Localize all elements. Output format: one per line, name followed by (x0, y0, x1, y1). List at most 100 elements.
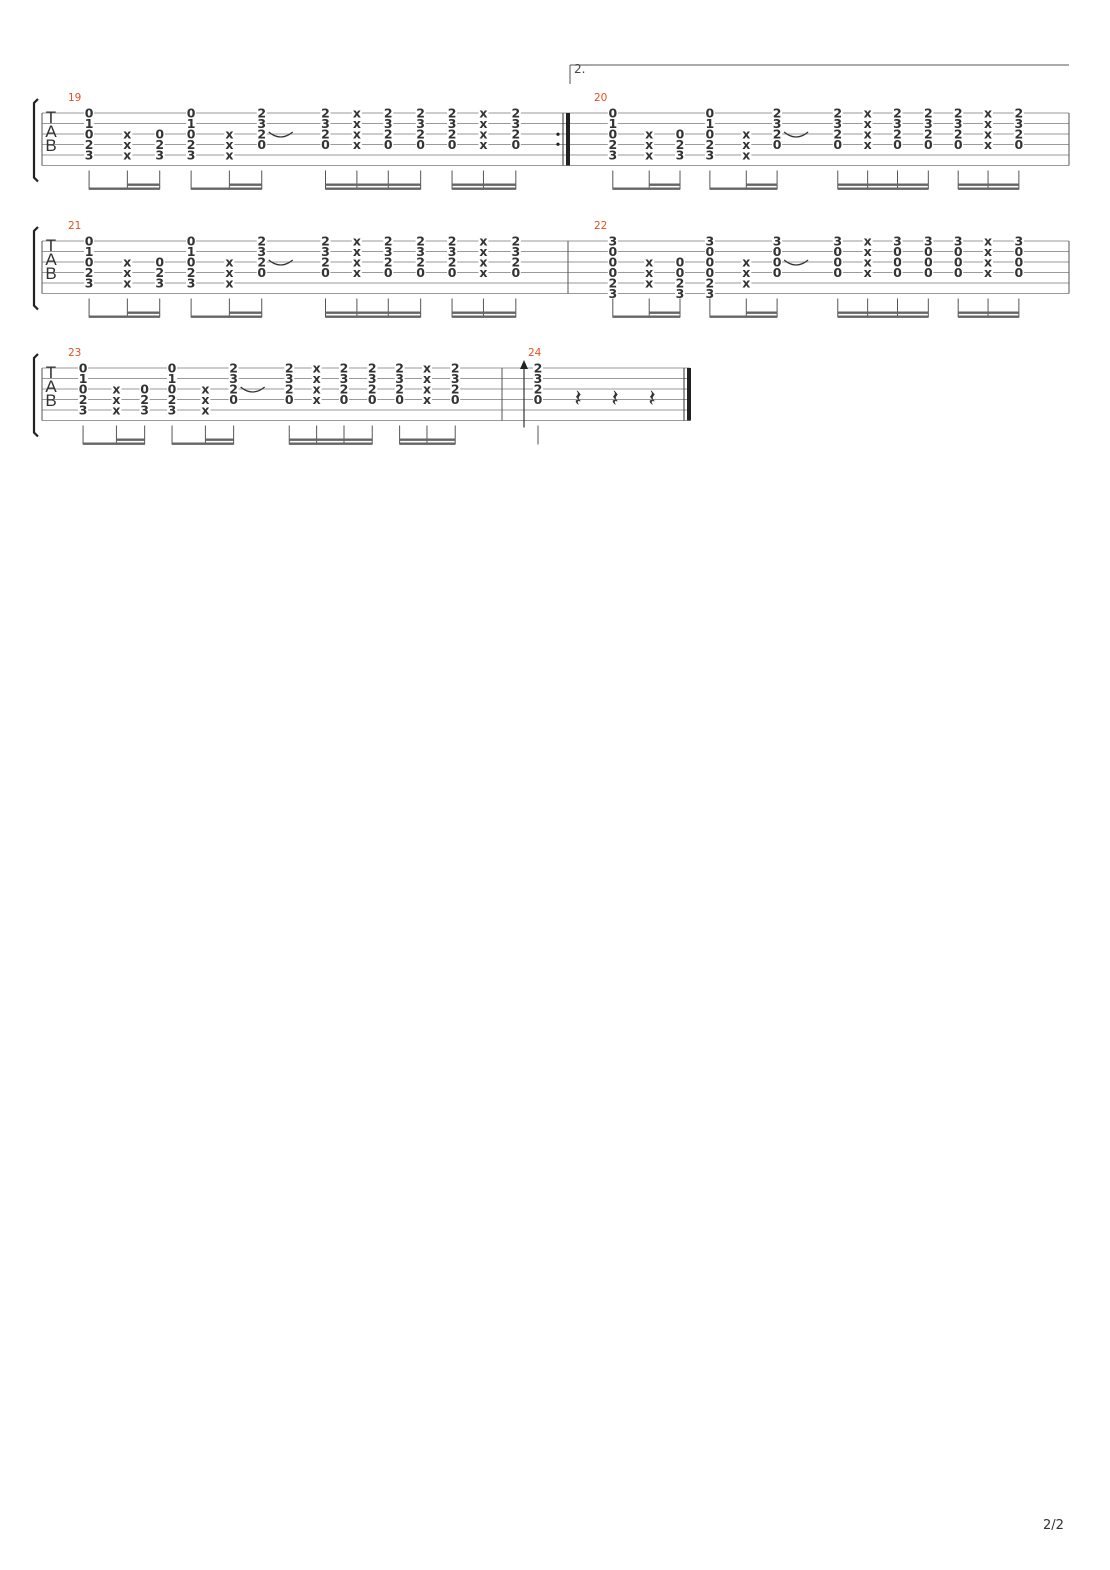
fret-number: 0 (608, 255, 617, 270)
fret-number: 2 (448, 255, 457, 270)
dead-note: x (225, 137, 233, 152)
fret-bg (167, 363, 178, 373)
fret-bg (224, 139, 235, 150)
fret-bg (953, 267, 964, 278)
dead-note: x (225, 255, 233, 270)
fret-bg (200, 394, 211, 405)
fret-bg (228, 384, 239, 394)
dead-note: x (984, 127, 992, 142)
fret-bg (367, 394, 378, 405)
beam (958, 183, 1019, 186)
fret-number: 0 (706, 255, 715, 270)
beam (837, 183, 929, 186)
dead-note: x (645, 255, 653, 270)
fret-bg (607, 288, 618, 299)
fret-bg (224, 278, 235, 288)
fret-number: 2 (229, 361, 238, 376)
dead-note: x (864, 244, 872, 259)
dead-note: x (479, 255, 487, 270)
beam (837, 315, 929, 318)
fret-bg (228, 394, 239, 405)
fret-number: 2 (924, 127, 933, 142)
dead-note: x (313, 371, 321, 386)
fret-number: 0 (85, 127, 94, 142)
dead-note: x (201, 392, 209, 407)
fret-bg (923, 129, 934, 139)
fret-bg (224, 267, 235, 278)
dead-note: x (423, 361, 431, 376)
tab-clef-letter: A (45, 250, 57, 269)
fret-number: 0 (534, 392, 543, 407)
fret-bg (953, 118, 964, 129)
dead-note: x (353, 234, 361, 249)
fret-bg (256, 118, 267, 129)
quarter-rest: 𝄽 (611, 384, 618, 412)
fret-number: 3 (257, 244, 266, 259)
fret-bg (983, 108, 994, 118)
dead-note: x (984, 234, 992, 249)
fret-bg (450, 394, 461, 405)
fret-number: 3 (706, 234, 715, 249)
dead-note: x (479, 244, 487, 259)
fret-bg (351, 118, 362, 129)
fret-number: 0 (79, 361, 88, 376)
fret-number: 0 (140, 382, 149, 397)
fret-number: 3 (608, 286, 617, 301)
fret-bg (167, 405, 178, 415)
fret-bg (450, 373, 461, 384)
measure-number: 24 (528, 347, 542, 359)
fret-bg (832, 257, 843, 267)
fret-number: 0 (676, 255, 685, 270)
beam (205, 438, 234, 441)
fret-bg (832, 267, 843, 278)
fret-number: 0 (676, 265, 685, 280)
dead-note: x (864, 106, 872, 121)
fret-number: 2 (285, 382, 294, 397)
dead-note: x (123, 265, 131, 280)
beam (116, 438, 145, 441)
fret-bg (78, 405, 89, 415)
fret-bg (284, 394, 295, 405)
repeat-dot (556, 132, 560, 136)
tie-arc (268, 259, 294, 266)
fret-bg (892, 139, 903, 150)
fret-bg (923, 139, 934, 150)
fret-number: 3 (155, 276, 164, 291)
fret-number: 0 (608, 265, 617, 280)
fret-bg (383, 267, 394, 278)
dead-note: x (353, 265, 361, 280)
fret-number: 3 (285, 371, 294, 386)
fret-number: 0 (893, 265, 902, 280)
fret-number: 3 (924, 116, 933, 131)
fret-bg (704, 118, 715, 129)
fret-number: 0 (448, 137, 457, 152)
fret-number: 2 (608, 276, 617, 291)
fret-bg (186, 236, 197, 246)
fret-number: 2 (155, 137, 164, 152)
fret-number: 2 (79, 392, 88, 407)
fret-bg (415, 139, 426, 150)
fret-bg (186, 118, 197, 129)
fret-bg (122, 150, 133, 160)
dead-note: x (645, 148, 653, 163)
fret-bg (284, 363, 295, 373)
fret-bg (1013, 118, 1024, 129)
fret-number: 0 (321, 265, 330, 280)
fret-bg (421, 384, 432, 394)
fret-number: 2 (773, 106, 782, 121)
fret-number: 0 (285, 392, 294, 407)
strum-arrowhead (520, 360, 528, 369)
dead-note: x (112, 382, 120, 397)
fret-bg (892, 108, 903, 118)
fret-number: 2 (773, 127, 782, 142)
tie-arc (268, 131, 294, 138)
dead-note: x (353, 116, 361, 131)
fret-number: 2 (924, 106, 933, 121)
fret-bg (415, 267, 426, 278)
fret-number: 3 (706, 148, 715, 163)
measure-number: 21 (68, 220, 81, 232)
fret-bg (320, 129, 331, 139)
fret-bg (383, 118, 394, 129)
dead-note: x (313, 392, 321, 407)
